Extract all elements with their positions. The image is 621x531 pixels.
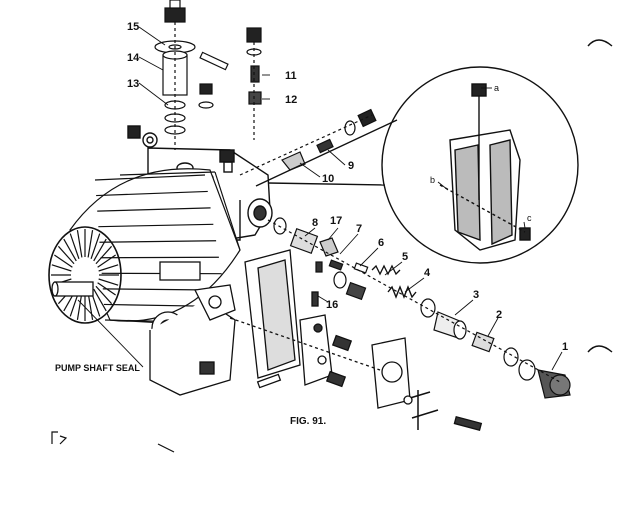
top-fitting-stack <box>155 0 261 150</box>
figure-title: FIG. 91. <box>290 416 326 427</box>
part-label-7: 7 <box>356 223 362 235</box>
part-label-10: 10 <box>322 173 334 185</box>
part-label-13: 13 <box>127 78 139 90</box>
bracket-assembly <box>230 250 481 430</box>
part-label-4: 4 <box>424 267 431 279</box>
part-label-1: 1 <box>562 341 568 353</box>
detail-label-b: b <box>430 175 435 185</box>
screw-and-wedge <box>240 110 376 175</box>
fin-line <box>101 257 219 258</box>
detail-label-a: a <box>494 83 499 93</box>
part-label-15: 15 <box>127 21 139 33</box>
part-label-2: 2 <box>496 309 502 321</box>
pump-shaft <box>52 282 93 296</box>
part-label-17: 17 <box>330 215 342 227</box>
detail-label-c: c <box>527 213 532 223</box>
part-label-14: 14 <box>127 52 140 64</box>
part-label-5: 5 <box>402 251 408 263</box>
part-label-11: 11 <box>285 70 297 82</box>
part-label-6: 6 <box>378 237 384 249</box>
part-label-12: 12 <box>285 94 297 106</box>
part-label-16: 16 <box>326 299 338 311</box>
pump-shaft-seal-caption: PUMP SHAFT SEAL <box>55 363 140 373</box>
part-label-8: 8 <box>312 217 318 229</box>
part-label-9: 9 <box>348 160 354 172</box>
part-label-3: 3 <box>473 289 479 301</box>
